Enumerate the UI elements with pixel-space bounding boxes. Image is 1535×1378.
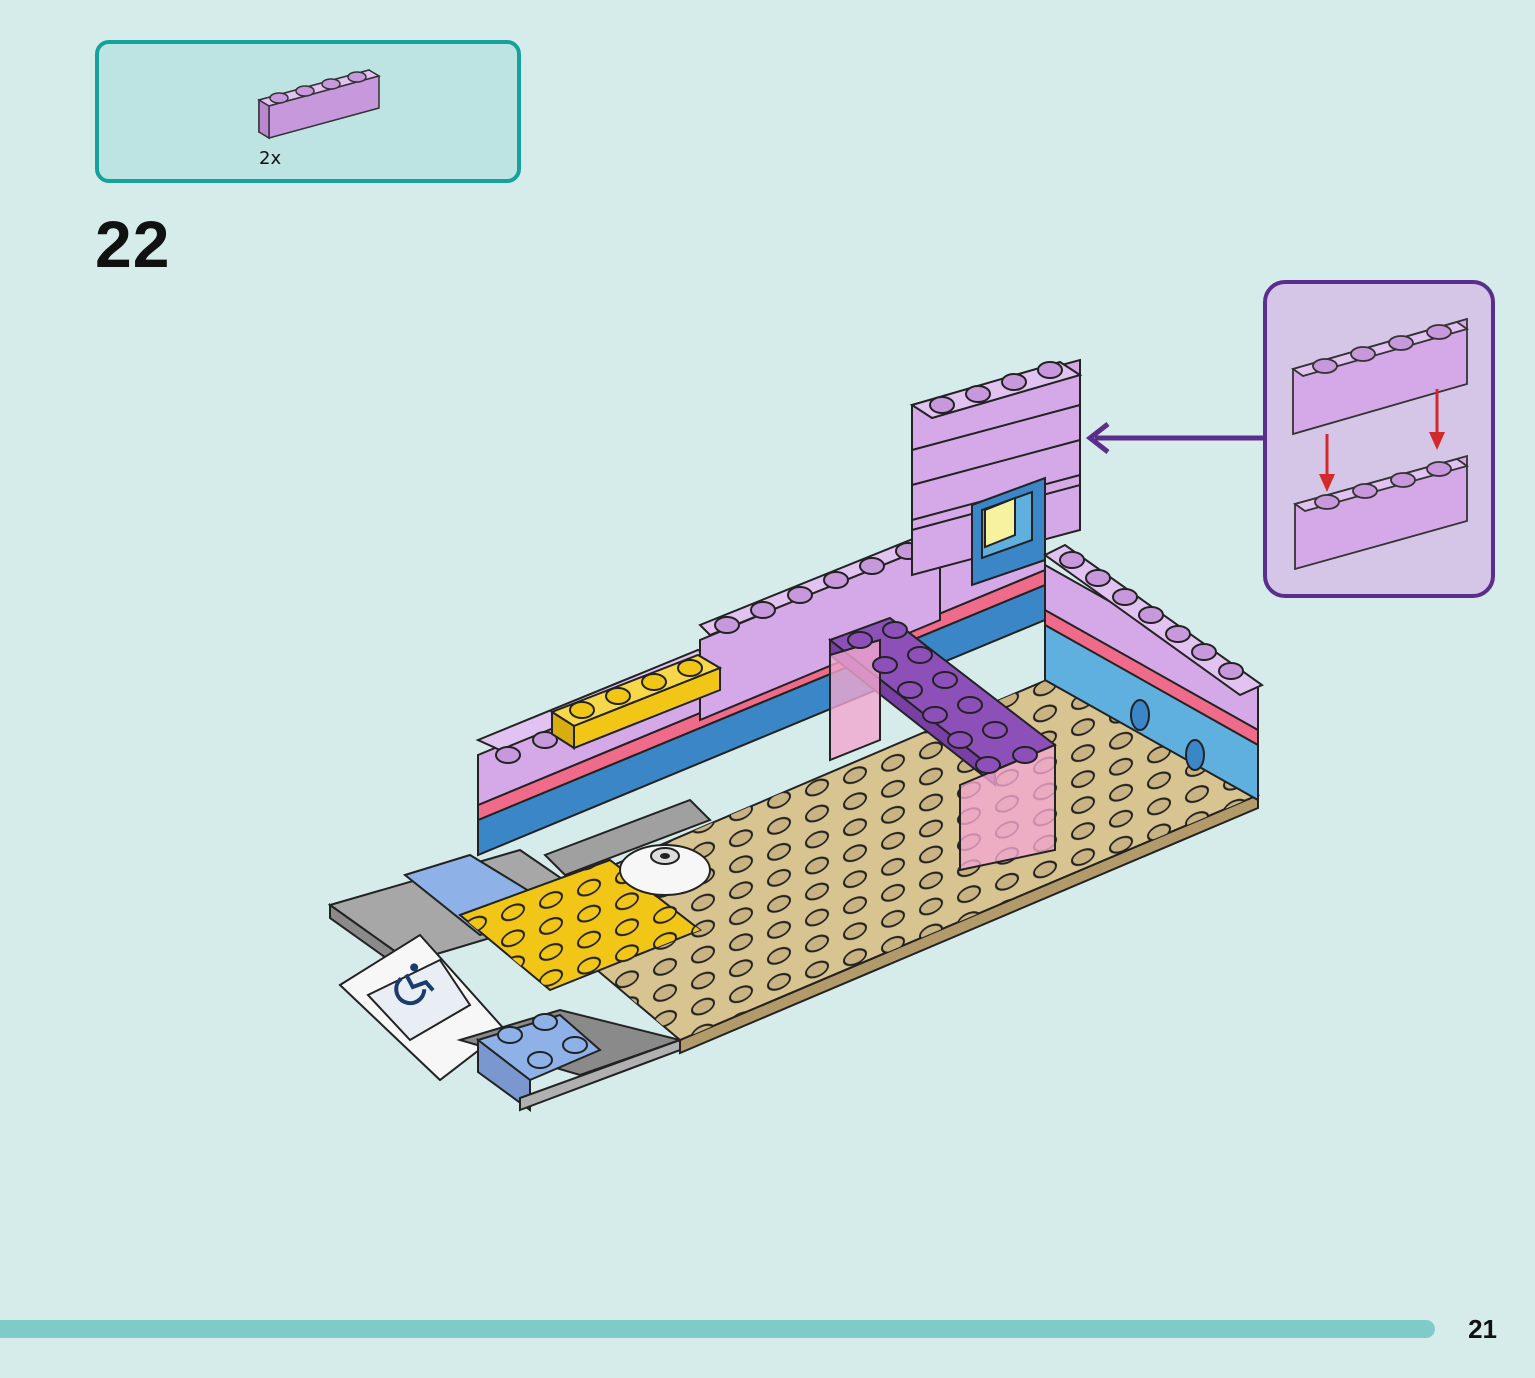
arrow-down-icon [1429,389,1445,450]
tan-baseplate [518,668,1261,1055]
lavender-brick-1x4-icon [257,69,381,140]
page-progress-bar [0,1320,1435,1338]
yellow-plate-area [458,858,702,992]
wheelchair-icon [394,963,435,1006]
parts-list-box: 2x [95,40,521,183]
step-number: 22 [95,207,171,281]
right-wall [1043,543,1264,802]
sub-assembly-callout [1263,280,1495,598]
yellow-brick [549,653,723,750]
part-quantity: 2x [259,148,282,169]
arrow-left-icon [1085,422,1265,454]
page-number: 21 [1468,1314,1497,1344]
arrow-down-icon [1319,434,1335,492]
white-round-tile [619,844,711,896]
tower [909,358,1083,587]
gray-tile [543,798,712,877]
brick-stacking-diagram [1290,317,1470,571]
purple-bench [827,616,1057,872]
